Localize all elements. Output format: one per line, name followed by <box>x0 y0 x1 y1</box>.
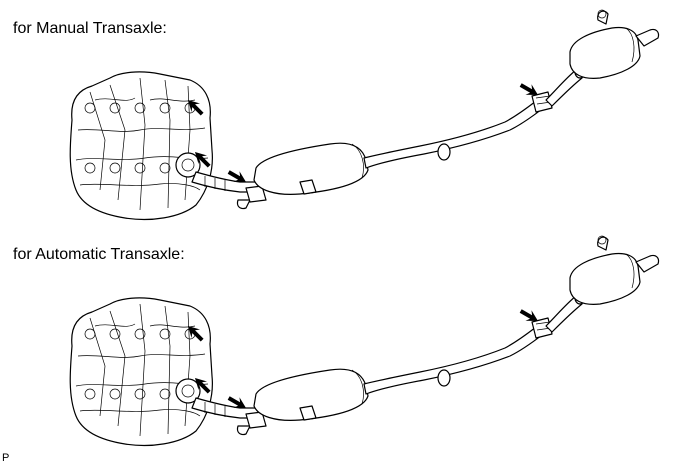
pointer-arrow-icon <box>188 326 204 342</box>
front-pipe-icon <box>191 397 267 436</box>
catalytic-converter-icon <box>253 368 369 421</box>
front-pipe-icon <box>191 171 267 210</box>
catalytic-converter-icon <box>253 142 369 195</box>
pointer-arrow-icon <box>195 152 211 168</box>
figure-code: P <box>2 452 10 464</box>
pointer-arrow-icon <box>195 378 211 394</box>
pointer-arrow-icon <box>227 396 246 408</box>
pointer-arrow-icon <box>227 170 246 182</box>
engine-icon <box>69 297 213 447</box>
automatic-transaxle-label: for Automatic Transaxle: <box>13 246 185 263</box>
center-pipe-icon <box>363 91 553 169</box>
muffler-icon <box>569 9 660 79</box>
center-pipe-icon <box>363 317 553 395</box>
manual-exhaust-diagram <box>69 9 660 221</box>
automatic-exhaust-diagram <box>69 235 660 447</box>
pointer-arrow-icon <box>519 309 538 321</box>
pointer-arrow-icon <box>519 83 538 95</box>
pointer-arrow-icon <box>188 100 204 116</box>
manual-transaxle-label: for Manual Transaxle: <box>13 20 167 37</box>
muffler-icon <box>569 235 660 305</box>
engine-icon <box>69 71 213 221</box>
